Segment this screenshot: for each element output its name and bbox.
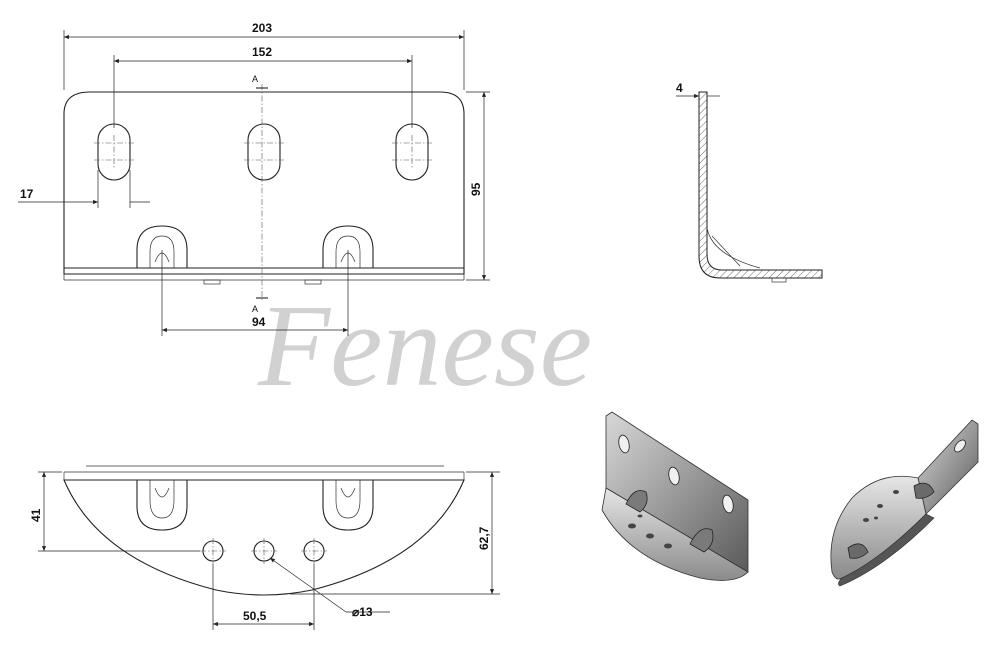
side-tab (771, 277, 787, 283)
svg-text:4: 4 (676, 81, 683, 95)
side-profile (698, 91, 823, 279)
svg-text:62,7: 62,7 (477, 526, 491, 550)
dim-slot-width: 17 (18, 170, 150, 208)
dim-thickness: 4 (676, 81, 720, 99)
svg-text:94: 94 (252, 315, 266, 329)
dim-depth-total: 62,7 (290, 471, 500, 595)
bottom-view: 41 62,7 50,5 ⌀13 (29, 465, 500, 630)
svg-text:152: 152 (252, 45, 272, 59)
hole-middle (251, 538, 277, 564)
section-label-a-bottom: A (252, 304, 258, 314)
dim-overall-width: 203 (63, 21, 465, 90)
svg-text:95: 95 (469, 182, 483, 196)
svg-text:⌀13: ⌀13 (352, 605, 373, 619)
dim-depth-holes: 41 (29, 471, 200, 552)
watermark: Fenese (257, 280, 592, 411)
front-view: A A 203 152 17 95 (18, 21, 490, 336)
side-section-view: 4 (676, 81, 823, 283)
svg-text:50,5: 50,5 (243, 609, 267, 623)
front-tab-right (304, 279, 322, 285)
svg-text:41: 41 (29, 508, 43, 522)
slot-middle (244, 123, 284, 181)
render-3d-front (601, 411, 749, 581)
bottom-plate-outline (63, 479, 465, 596)
dim-hole-spacing: 50,5 (212, 564, 315, 630)
front-plate-outline (63, 91, 465, 275)
bottom-lug-left (136, 480, 188, 531)
slot-right (392, 123, 432, 181)
svg-text:17: 17 (20, 187, 34, 201)
hole-left (200, 538, 226, 564)
section-label-a-top: A (252, 74, 258, 84)
hole-right (301, 538, 327, 564)
dim-hole-diameter: ⌀13 (269, 557, 390, 619)
watermark-text: Fenese (257, 280, 592, 411)
render-3d-back (830, 419, 979, 587)
dim-height: 95 (466, 91, 490, 281)
bottom-lug-right (322, 480, 374, 531)
slot-left (94, 123, 134, 181)
svg-text:203: 203 (252, 21, 272, 35)
dim-bottom-spacing: 94 (161, 250, 349, 336)
front-tab-left (203, 279, 221, 285)
dim-slot-spacing: 152 (113, 45, 413, 128)
